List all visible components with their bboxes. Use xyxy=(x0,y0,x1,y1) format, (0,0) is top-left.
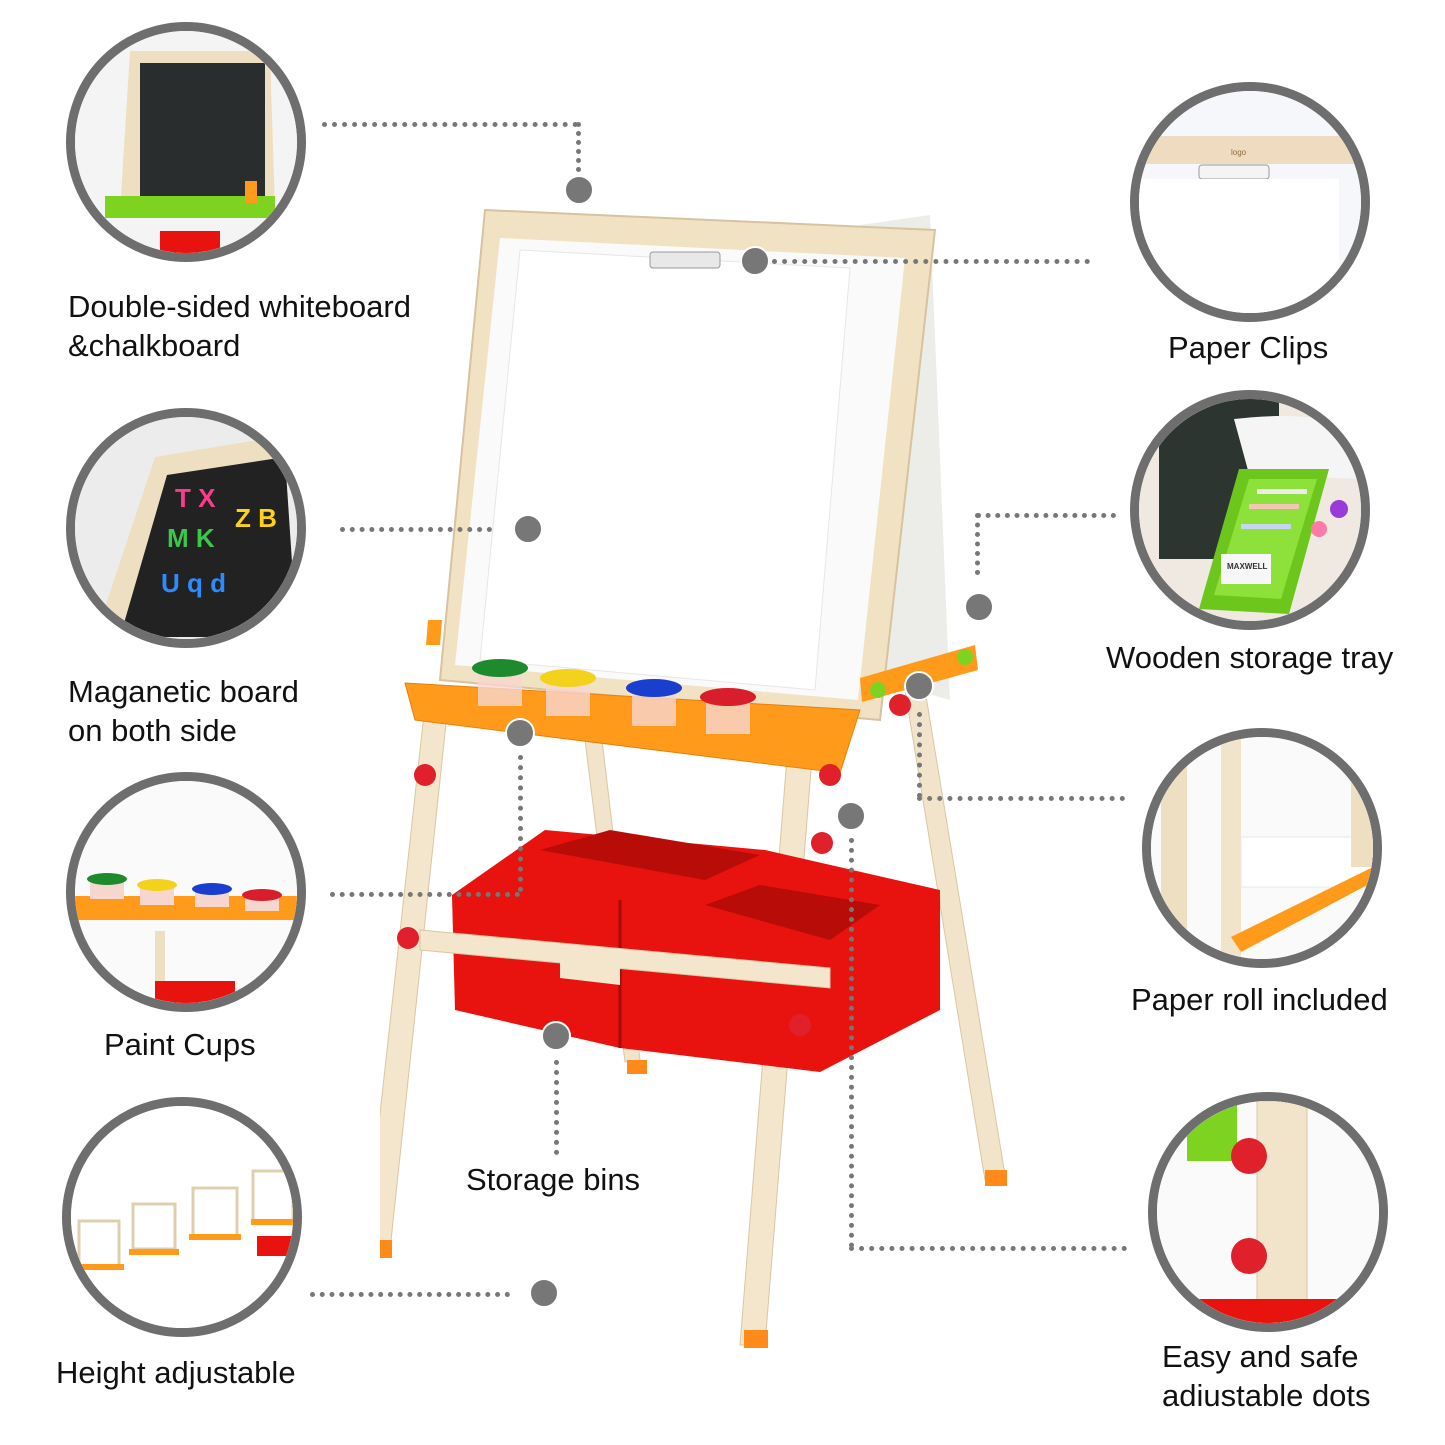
storage-tray-photo: MAXWELL xyxy=(1139,399,1361,621)
callout-dot-double-sided xyxy=(564,175,594,205)
callout-dot-adjustable xyxy=(836,801,866,831)
callout-line-adjustable xyxy=(849,1246,1127,1251)
svg-text:U q d: U q d xyxy=(161,568,226,598)
inset-storage-tray: MAXWELL xyxy=(1130,390,1370,630)
inset-paper-roll xyxy=(1142,728,1382,968)
label-double-sided: Double-sided whiteboard &chalkboard xyxy=(68,289,411,363)
inset-paper-clips: logo xyxy=(1130,82,1370,322)
callout-dot-height xyxy=(529,1278,559,1308)
adjustable-knob-photo xyxy=(1157,1101,1379,1323)
callout-dot-paper-clips xyxy=(740,246,770,276)
label-height-adjustable: Height adjustable xyxy=(56,1355,296,1390)
inset-height-adjustable xyxy=(62,1097,302,1337)
easel-product-image xyxy=(380,200,1020,1350)
magnetic-letters-photo: T X M K U q d Z B xyxy=(75,417,297,639)
height-adjustable-photo xyxy=(71,1106,293,1328)
paint-cups-photo xyxy=(75,781,297,1003)
callout-line-magnetic xyxy=(340,527,492,532)
label-paint-cups: Paint Cups xyxy=(104,1027,256,1062)
callout-line-paper-roll-v xyxy=(917,712,922,798)
label-storage-bins: Storage bins xyxy=(466,1162,641,1197)
callout-line-height xyxy=(310,1292,510,1297)
svg-text:logo: logo xyxy=(1231,148,1247,157)
callout-line-storage-bins-v xyxy=(554,1060,559,1155)
callout-line-paint-cups xyxy=(330,892,520,897)
callout-line-storage-tray xyxy=(976,513,1116,518)
callout-dot-paint-cups xyxy=(505,718,535,748)
svg-text:MAXWELL: MAXWELL xyxy=(1227,562,1268,571)
chalkboard-easel-photo xyxy=(75,31,297,253)
callout-line-double-sided xyxy=(322,122,578,127)
callout-line-storage-tray-v xyxy=(975,513,980,575)
inset-magnetic: T X M K U q d Z B xyxy=(66,408,306,648)
label-magnetic: Maganetic board on both side xyxy=(68,674,299,748)
inset-paint-cups xyxy=(66,772,306,1012)
callout-line-paint-cups-v xyxy=(518,755,523,892)
svg-text:T X: T X xyxy=(175,483,216,513)
callout-dot-paper-roll xyxy=(904,671,934,701)
callout-dot-storage-bins xyxy=(541,1021,571,1051)
paper-clip-photo: logo xyxy=(1139,91,1361,313)
callout-dot-magnetic xyxy=(513,514,543,544)
label-adjustable-dots: Easy and safe adiustable dots xyxy=(1162,1339,1371,1413)
callout-line-adjustable-v xyxy=(849,838,854,1248)
callout-line-paper-roll xyxy=(917,796,1125,801)
inset-double-sided xyxy=(66,22,306,262)
svg-text:M K: M K xyxy=(167,523,215,553)
inset-adjustable-dots xyxy=(1148,1092,1388,1332)
label-paper-clips: Paper Clips xyxy=(1168,330,1329,365)
callout-line-paper-clips xyxy=(772,259,1090,264)
label-storage-tray: Wooden storage tray xyxy=(1106,640,1394,675)
label-paper-roll: Paper roll included xyxy=(1131,982,1388,1017)
callout-line-double-sided-v xyxy=(576,122,581,172)
paper-roll-photo xyxy=(1151,737,1373,959)
svg-text:Z B: Z B xyxy=(235,503,277,533)
callout-dot-storage-tray xyxy=(964,592,994,622)
